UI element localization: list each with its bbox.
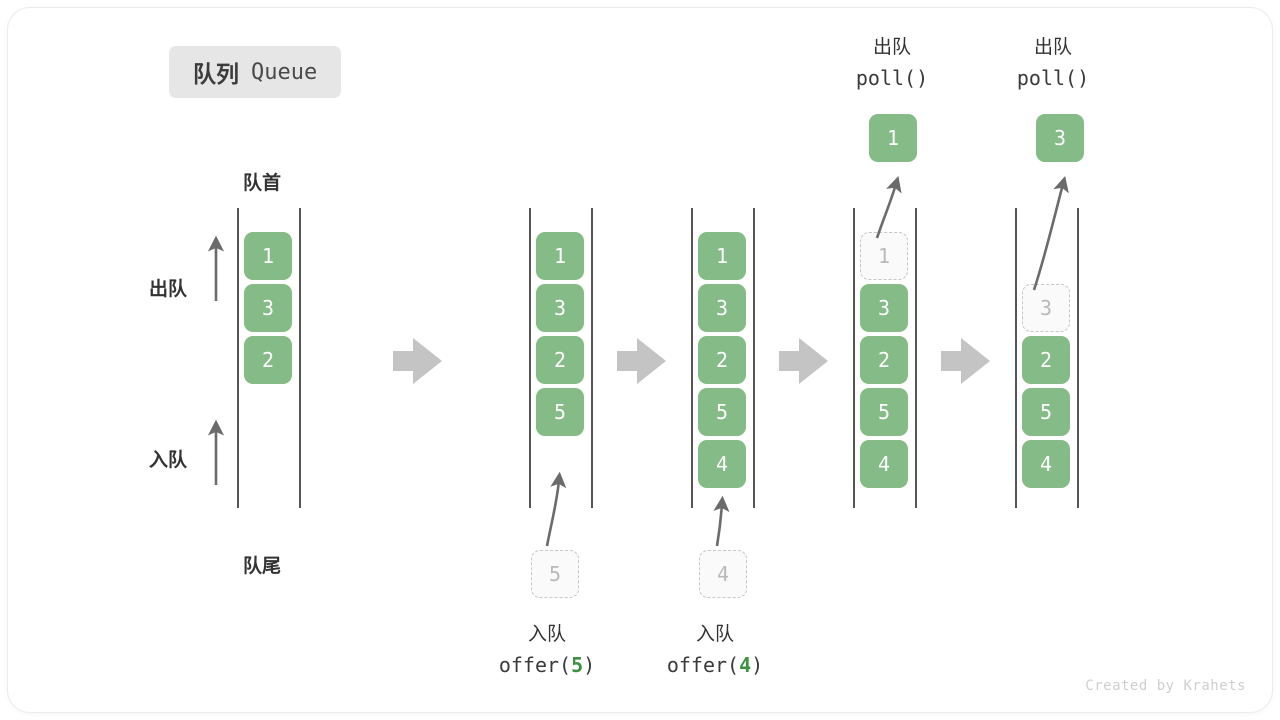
rail-left-3 xyxy=(853,208,855,508)
operation-cn-poll-1: 出队 xyxy=(872,37,911,58)
operation-cn-poll-3: 出队 xyxy=(1033,37,1072,58)
operation-cn-offer-4: 入队 xyxy=(695,624,734,645)
queue-item: 5 xyxy=(536,388,584,436)
transition-arrow-2 xyxy=(617,338,666,384)
queue-item: 1 xyxy=(244,232,292,280)
dequeue-arrow-3 xyxy=(1032,175,1069,291)
diagram-title-badge: 队列 Queue xyxy=(169,46,342,98)
queue-item: 2 xyxy=(860,336,908,384)
queue-item: 1 xyxy=(536,232,584,280)
diagram-card: 队列 Queue 队首 队尾 出队 入队 出队 poll() 出队 poll()… xyxy=(8,8,1272,712)
rail-left-0 xyxy=(237,208,239,508)
title-english: Queue xyxy=(251,59,318,85)
incoming-element-5: 5 xyxy=(531,550,579,598)
rail-right-4 xyxy=(1077,208,1079,508)
queue-item: 4 xyxy=(1022,440,1070,488)
operation-label-poll-1: 出队 poll() xyxy=(797,34,987,93)
transition-arrow-4 xyxy=(941,338,990,384)
rail-right-3 xyxy=(915,208,917,508)
operation-code-poll-3: poll() xyxy=(1016,65,1090,90)
operation-label-offer-4: 入队 offer(4) xyxy=(620,621,810,680)
queue-item-removed: 1 xyxy=(860,232,908,280)
popped-element-1: 1 xyxy=(869,114,917,162)
dequeue-side-label: 出队 xyxy=(149,279,188,300)
transition-arrow-1 xyxy=(393,338,442,384)
queue-item: 5 xyxy=(698,388,746,436)
enqueue-side-label: 入队 xyxy=(149,450,188,471)
queue-item-removed: 3 xyxy=(1022,284,1070,332)
incoming-element-4: 4 xyxy=(699,550,747,598)
dequeue-arrow-1 xyxy=(875,176,902,239)
rail-right-0 xyxy=(299,208,301,508)
title-chinese: 队列 xyxy=(193,61,239,87)
queue-item: 4 xyxy=(860,440,908,488)
operation-label-offer-5: 入队 offer(5) xyxy=(452,621,642,680)
watermark: Created by Krahets xyxy=(1085,678,1246,694)
operation-code-offer-5: offer(5) xyxy=(498,652,596,677)
queue-item: 3 xyxy=(536,284,584,332)
queue-item: 5 xyxy=(1022,388,1070,436)
queue-item: 2 xyxy=(244,336,292,384)
queue-item: 1 xyxy=(698,232,746,280)
queue-item: 4 xyxy=(698,440,746,488)
operation-cn-offer-5: 入队 xyxy=(527,624,566,645)
diagram-stage: 队列 Queue 队首 队尾 出队 入队 出队 poll() 出队 poll()… xyxy=(8,8,1272,712)
arrows-overlay xyxy=(207,175,1069,547)
rail-right-1 xyxy=(591,208,593,508)
operation-code-poll-1: poll() xyxy=(855,65,929,90)
rail-right-2 xyxy=(753,208,755,508)
queue-item: 2 xyxy=(1022,336,1070,384)
queue-item: 2 xyxy=(536,336,584,384)
queue-item: 2 xyxy=(698,336,746,384)
operation-code-offer-4: offer(4) xyxy=(666,652,764,677)
queue-item: 3 xyxy=(244,284,292,332)
queue-item: 3 xyxy=(698,284,746,332)
enqueue-arrow-5 xyxy=(545,471,567,547)
rail-left-2 xyxy=(691,208,693,508)
rail-left-1 xyxy=(529,208,531,508)
enqueue-arrow-4 xyxy=(713,495,730,547)
queue-item: 5 xyxy=(860,388,908,436)
queue-rear-label: 队尾 xyxy=(243,556,282,577)
rail-left-4 xyxy=(1015,208,1017,508)
queue-front-label: 队首 xyxy=(243,173,282,194)
transition-arrow-3 xyxy=(779,338,828,384)
queue-item: 3 xyxy=(860,284,908,332)
operation-label-poll-3: 出队 poll() xyxy=(958,34,1148,93)
popped-element-3: 3 xyxy=(1036,114,1084,162)
